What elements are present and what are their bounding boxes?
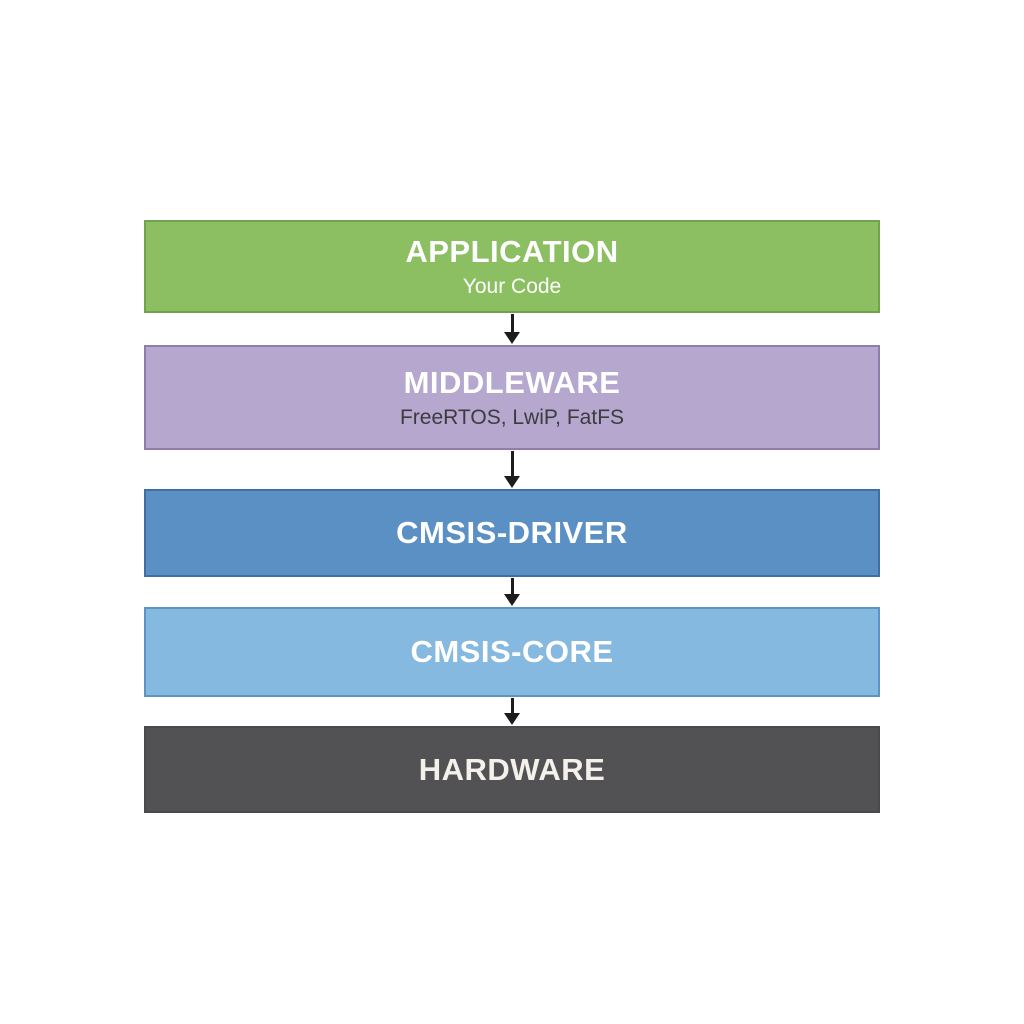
layer-middleware: MIDDLEWARE FreeRTOS, LwiP, FatFS xyxy=(144,345,880,450)
down-arrow-icon xyxy=(144,697,880,726)
down-arrow-head xyxy=(504,713,520,725)
down-arrow-icon xyxy=(144,450,880,489)
layer-cmsis-driver: CMSIS-DRIVER xyxy=(144,489,880,577)
down-arrow-shaft xyxy=(510,451,514,476)
down-arrow-head xyxy=(504,476,520,488)
down-arrow-shaft xyxy=(510,314,514,332)
down-arrow-icon xyxy=(144,577,880,607)
layer-hardware-title: HARDWARE xyxy=(418,751,606,787)
down-arrow-shaft xyxy=(510,578,514,594)
layer-middleware-subtitle: FreeRTOS, LwiP, FatFS xyxy=(399,405,625,429)
layer-cmsis-core: CMSIS-CORE xyxy=(144,607,880,697)
down-arrow-shaft xyxy=(510,698,514,713)
layer-application-title: APPLICATION xyxy=(405,234,619,270)
layer-application: APPLICATION Your Code xyxy=(144,220,880,313)
down-arrow-icon xyxy=(144,313,880,345)
layer-hardware: HARDWARE xyxy=(144,726,880,813)
down-arrow-head xyxy=(504,594,520,606)
layer-cmsis-driver-title: CMSIS-DRIVER xyxy=(396,515,628,551)
down-arrow-head xyxy=(504,332,520,344)
software-stack: APPLICATION Your Code MIDDLEWARE FreeRTO… xyxy=(144,220,880,813)
layer-middleware-title: MIDDLEWARE xyxy=(403,365,621,401)
layer-application-subtitle: Your Code xyxy=(462,274,562,298)
layer-cmsis-core-title: CMSIS-CORE xyxy=(410,634,614,670)
